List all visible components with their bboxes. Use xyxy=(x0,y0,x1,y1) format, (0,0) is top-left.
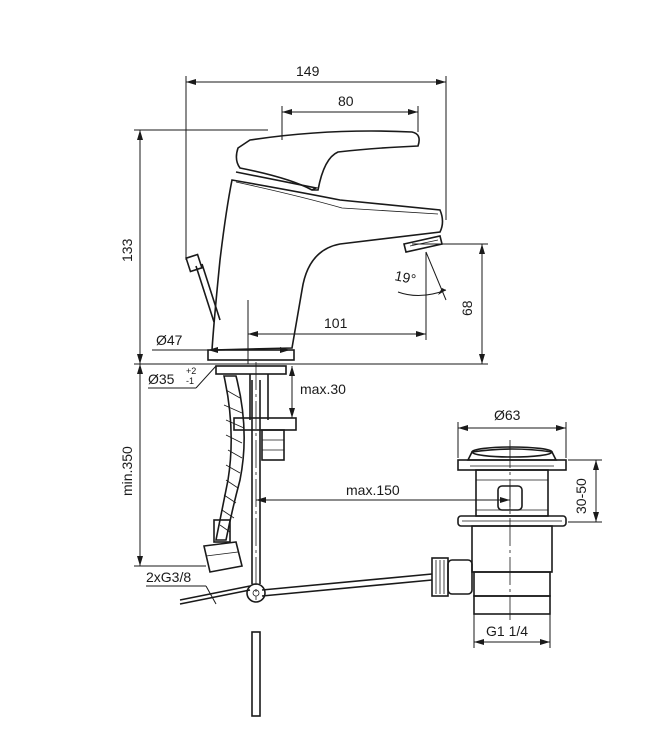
spout-inner-line xyxy=(235,181,439,215)
waste-valve xyxy=(431,446,567,615)
linkage-rod xyxy=(261,573,433,591)
label-width-149: 149 xyxy=(296,63,320,79)
label-max-30: max.30 xyxy=(300,381,346,397)
lever-handle xyxy=(235,130,420,191)
braided-hose xyxy=(215,375,245,541)
cartridge-band xyxy=(235,171,319,191)
popup-rod xyxy=(195,265,215,323)
label-height-133: 133 xyxy=(119,238,135,262)
flange-top xyxy=(457,459,567,471)
control-rod xyxy=(179,589,251,605)
label-max-150: max.150 xyxy=(346,482,400,498)
label-diameter-35: Ø35 xyxy=(148,371,175,387)
dimension-lines xyxy=(134,76,602,648)
aerator-line xyxy=(409,239,439,247)
side-nut xyxy=(447,559,473,595)
mounting-nut xyxy=(261,429,285,461)
faucet-body xyxy=(185,130,444,361)
label-thread-g114: G1 1/4 xyxy=(486,623,528,639)
label-diameter-47: Ø47 xyxy=(156,332,183,348)
label-width-80: 80 xyxy=(338,93,354,109)
tail-thread xyxy=(473,595,551,615)
label-angle-19: 19° xyxy=(393,267,417,287)
label-range-30-50: 30-50 xyxy=(573,478,589,514)
valve-body-lower xyxy=(471,525,553,573)
drop-rod-lower xyxy=(251,631,261,717)
tail-upper xyxy=(473,571,551,597)
label-min-350: min.350 xyxy=(119,446,135,496)
hose-nut xyxy=(203,541,243,573)
label-diameter-63: Ø63 xyxy=(494,407,521,423)
label-height-68: 68 xyxy=(459,300,475,316)
label-thread-g38: 2xG3/8 xyxy=(146,569,191,585)
dimension-labels: 149 80 133 Ø47 101 19° 68 Ø35 +2 -1 max.… xyxy=(119,63,589,639)
body-outline xyxy=(211,179,444,351)
popup-knob xyxy=(185,253,203,273)
label-tolerance-minus: -1 xyxy=(186,376,194,386)
center-lines xyxy=(255,362,511,620)
hose-ferrule xyxy=(213,519,231,543)
under-counter-assembly xyxy=(179,365,433,717)
shank-top xyxy=(215,365,287,375)
label-reach-101: 101 xyxy=(324,315,348,331)
label-tolerance-plus: +2 xyxy=(186,366,196,376)
valve-body-upper xyxy=(475,469,549,517)
